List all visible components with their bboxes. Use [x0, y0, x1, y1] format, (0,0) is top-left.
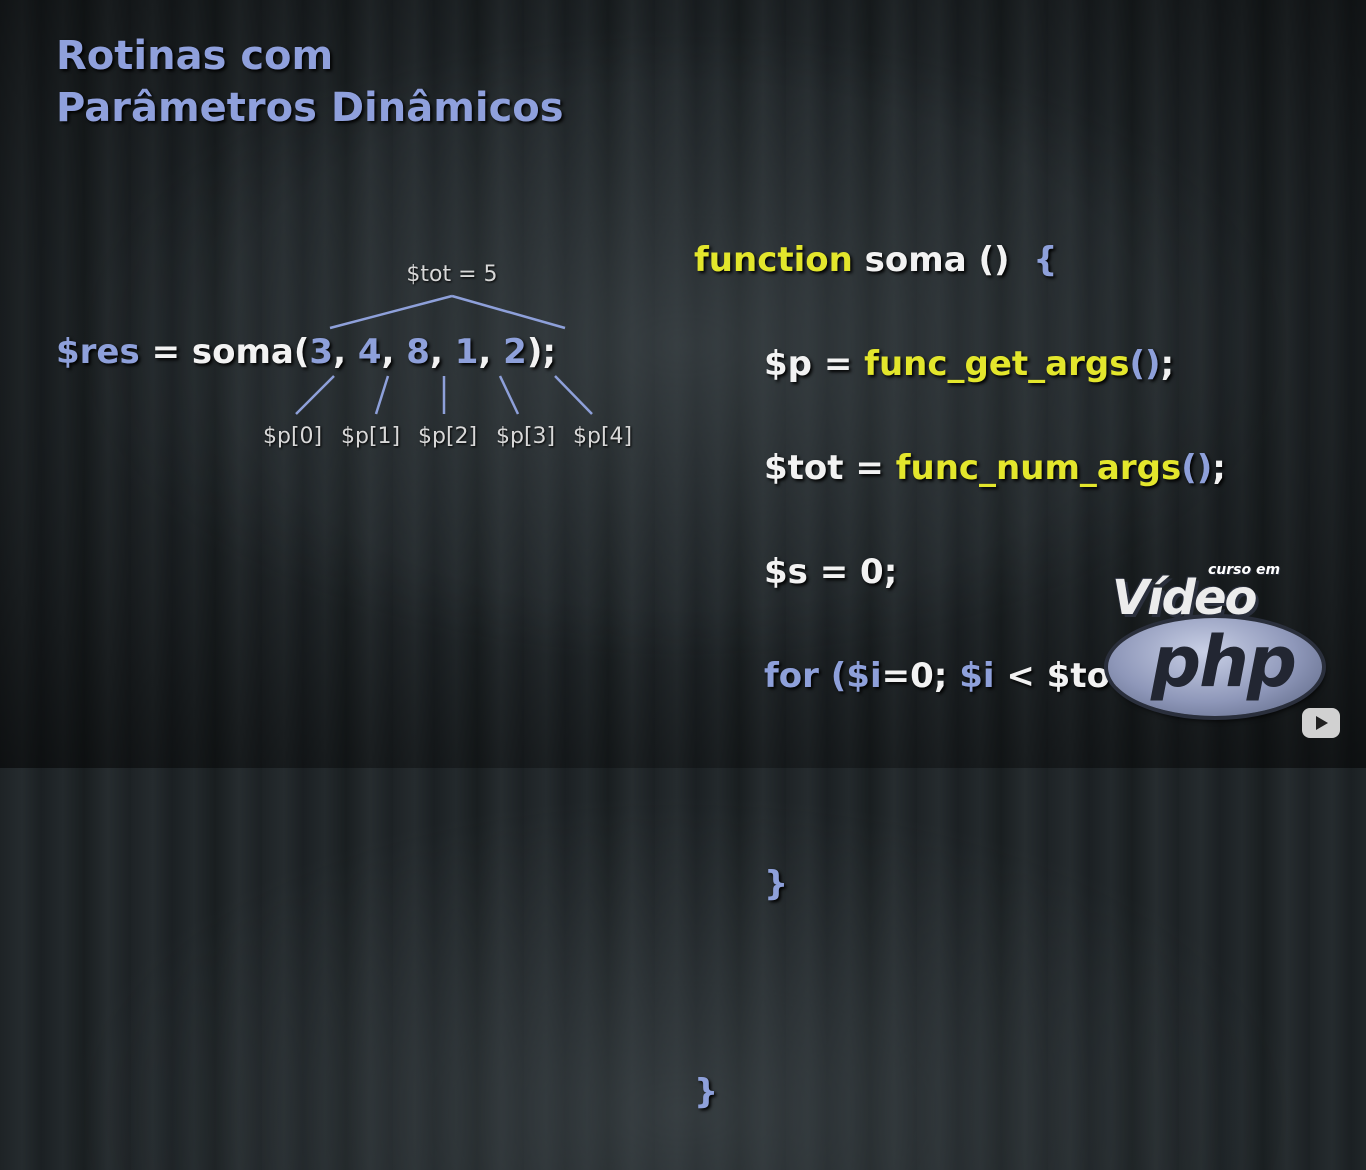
code-text: =0; [881, 656, 960, 696]
code-paren: () [1181, 448, 1213, 488]
code-fn: func_num_args [895, 448, 1182, 488]
call-end: ); [526, 332, 556, 372]
slide-title: Rotinas com Parâmetros Dinâmicos [56, 30, 564, 134]
code-for: for ( [764, 656, 847, 696]
play-icon [1316, 716, 1328, 730]
call-arg: 4 [357, 332, 382, 372]
logo-curso-text: curso em [1208, 562, 1281, 578]
call-sep: , [429, 332, 455, 372]
youtube-logo-icon[interactable] [1302, 708, 1340, 738]
code-text: $s = 0; [764, 552, 898, 592]
arg-line-4 [554, 375, 593, 415]
diagram-lines [295, 294, 593, 415]
code-line-3: $tot = func_num_args(); [694, 442, 1296, 494]
code-eq: = [812, 344, 865, 384]
arg-line-1 [374, 375, 390, 415]
code-line-6: } [694, 858, 1296, 910]
tot-line-right [451, 294, 566, 330]
code-line-2: $p = func_get_args(); [694, 338, 1296, 390]
arg-line-3 [498, 375, 520, 415]
title-line-1: Rotinas com [56, 33, 334, 79]
param-index-0: $p[0] [263, 424, 323, 449]
keyword-function: function [694, 240, 853, 280]
call-sep: , [381, 332, 407, 372]
call-eq: = [139, 332, 192, 372]
param-index-2: $p[2] [418, 424, 478, 449]
close-brace: } [694, 1072, 719, 1112]
code-line-empty [694, 962, 1296, 1014]
arg-line-0 [295, 375, 335, 415]
param-index-3: $p[3] [496, 424, 556, 449]
call-arg: 2 [503, 332, 527, 372]
code-eq: = [843, 448, 896, 488]
param-index-4: $p[4] [573, 424, 633, 449]
call-var: $res [56, 332, 140, 372]
code-fn: func_get_args [864, 344, 1130, 384]
code-end: ; [1160, 344, 1175, 384]
logo-php-text: php [1150, 621, 1297, 703]
tot-label: $tot = 5 [406, 262, 498, 287]
close-brace: } [764, 864, 789, 904]
call-sep: , [333, 332, 358, 372]
call-fn: soma( [191, 332, 310, 372]
title-line-2: Parâmetros Dinâmicos [56, 85, 564, 131]
tot-line-left [329, 294, 453, 330]
code-paren: () [1129, 344, 1161, 384]
code-end: ; [1212, 448, 1226, 488]
logo-ellipse [1108, 618, 1322, 716]
function-name: soma () [852, 240, 1022, 280]
call-sep: , [478, 332, 504, 372]
call-arg: 8 [406, 332, 430, 372]
function-call: $res = soma(3, 4, 8, 1, 2); [56, 330, 556, 374]
code-line-1: function soma () { [694, 234, 1296, 286]
logo-video-text: Vídeo [1112, 570, 1257, 626]
call-arg: 1 [454, 332, 479, 372]
code-line-7: } [694, 1066, 1296, 1118]
curso-em-video-php-logo: php Vídeo curso em [1104, 562, 1326, 722]
code-var: $p [764, 344, 812, 384]
code-line-empty [694, 754, 1296, 806]
code-i: $i [846, 656, 882, 696]
code-line-4: $s = 0; [694, 546, 1296, 598]
code-i: $i [959, 656, 995, 696]
open-brace: { [1021, 240, 1058, 280]
call-arg: 3 [309, 332, 334, 372]
code-var: $tot [764, 448, 844, 488]
param-index-1: $p[1] [341, 424, 401, 449]
